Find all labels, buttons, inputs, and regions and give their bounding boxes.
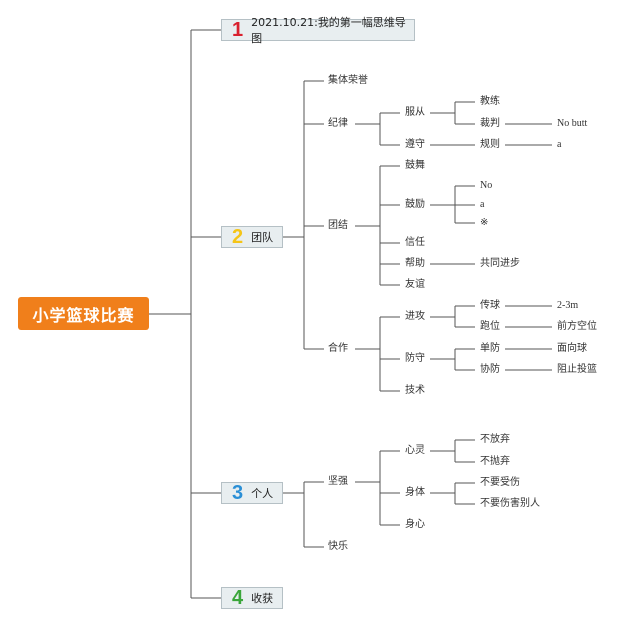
node-discipline[interactable]: 纪律: [328, 118, 348, 129]
node-defense[interactable]: 防守: [405, 353, 425, 364]
node-encourage-3[interactable]: ※: [480, 217, 489, 228]
node-cheer[interactable]: 鼓舞: [405, 160, 425, 171]
node-no-injury[interactable]: 不要受伤: [480, 477, 520, 488]
node-strong[interactable]: 坚强: [328, 476, 348, 487]
branch-2-label: 团队: [251, 231, 274, 244]
node-not-give-up[interactable]: 不放弃: [480, 434, 510, 445]
node-single-def[interactable]: 单防: [480, 343, 500, 354]
node-coach[interactable]: 教练: [480, 96, 500, 107]
node-cooperation[interactable]: 合作: [328, 343, 348, 354]
node-no-hurt[interactable]: 不要伤害别人: [480, 498, 540, 509]
branch-4-label: 收获: [251, 592, 274, 605]
branch-3-box[interactable]: 3 个人: [221, 482, 283, 504]
node-pass-note[interactable]: 2-3m: [557, 300, 579, 311]
node-referee[interactable]: 裁判: [480, 118, 500, 129]
node-run[interactable]: 跑位: [480, 321, 500, 332]
node-rules-note[interactable]: a: [557, 139, 562, 150]
node-heart[interactable]: 心灵: [405, 445, 425, 456]
node-not-abandon[interactable]: 不抛弃: [480, 456, 510, 467]
node-help-def[interactable]: 协防: [480, 364, 500, 375]
node-attack[interactable]: 进攻: [405, 311, 425, 322]
node-unity[interactable]: 团结: [328, 220, 348, 231]
node-encourage-1[interactable]: No: [480, 180, 493, 191]
node-happy[interactable]: 快乐: [328, 541, 348, 552]
node-trust[interactable]: 信任: [405, 237, 425, 248]
node-encourage[interactable]: 鼓励: [405, 199, 425, 210]
branch-2-box[interactable]: 2 团队: [221, 226, 283, 248]
node-encourage-2[interactable]: a: [480, 199, 485, 210]
node-mind[interactable]: 身心: [405, 519, 425, 530]
branch-1-number: 1: [232, 19, 244, 41]
node-obey[interactable]: 服从: [405, 107, 425, 118]
branch-1-label: 2021.10.21:我的第一幅思维导图: [251, 16, 406, 45]
node-pass[interactable]: 传球: [480, 300, 500, 311]
node-honor[interactable]: 集体荣誉: [328, 75, 368, 86]
node-comply[interactable]: 遵守: [405, 139, 425, 150]
branch-1-box[interactable]: 1 2021.10.21:我的第一幅思维导图: [221, 16, 415, 45]
branch-2-number: 2: [232, 226, 244, 248]
branch-3-number: 3: [232, 482, 244, 504]
node-single-note[interactable]: 面向球: [557, 343, 587, 354]
node-technique[interactable]: 技术: [405, 385, 425, 396]
node-body[interactable]: 身体: [405, 487, 425, 498]
node-friendship[interactable]: 友谊: [405, 279, 425, 290]
node-help-note[interactable]: 阻止投篮: [557, 364, 597, 375]
node-referee-note[interactable]: No butt: [557, 118, 588, 129]
branch-4-box[interactable]: 4 收获: [221, 587, 283, 609]
node-run-note[interactable]: 前方空位: [557, 321, 597, 332]
root-node[interactable]: 小学篮球比赛: [18, 297, 149, 330]
branch-3-label: 个人: [251, 487, 274, 500]
node-rules[interactable]: 规则: [480, 139, 500, 150]
node-progress[interactable]: 共同进步: [480, 258, 520, 269]
node-help[interactable]: 帮助: [405, 258, 425, 269]
branch-4-number: 4: [232, 587, 244, 609]
